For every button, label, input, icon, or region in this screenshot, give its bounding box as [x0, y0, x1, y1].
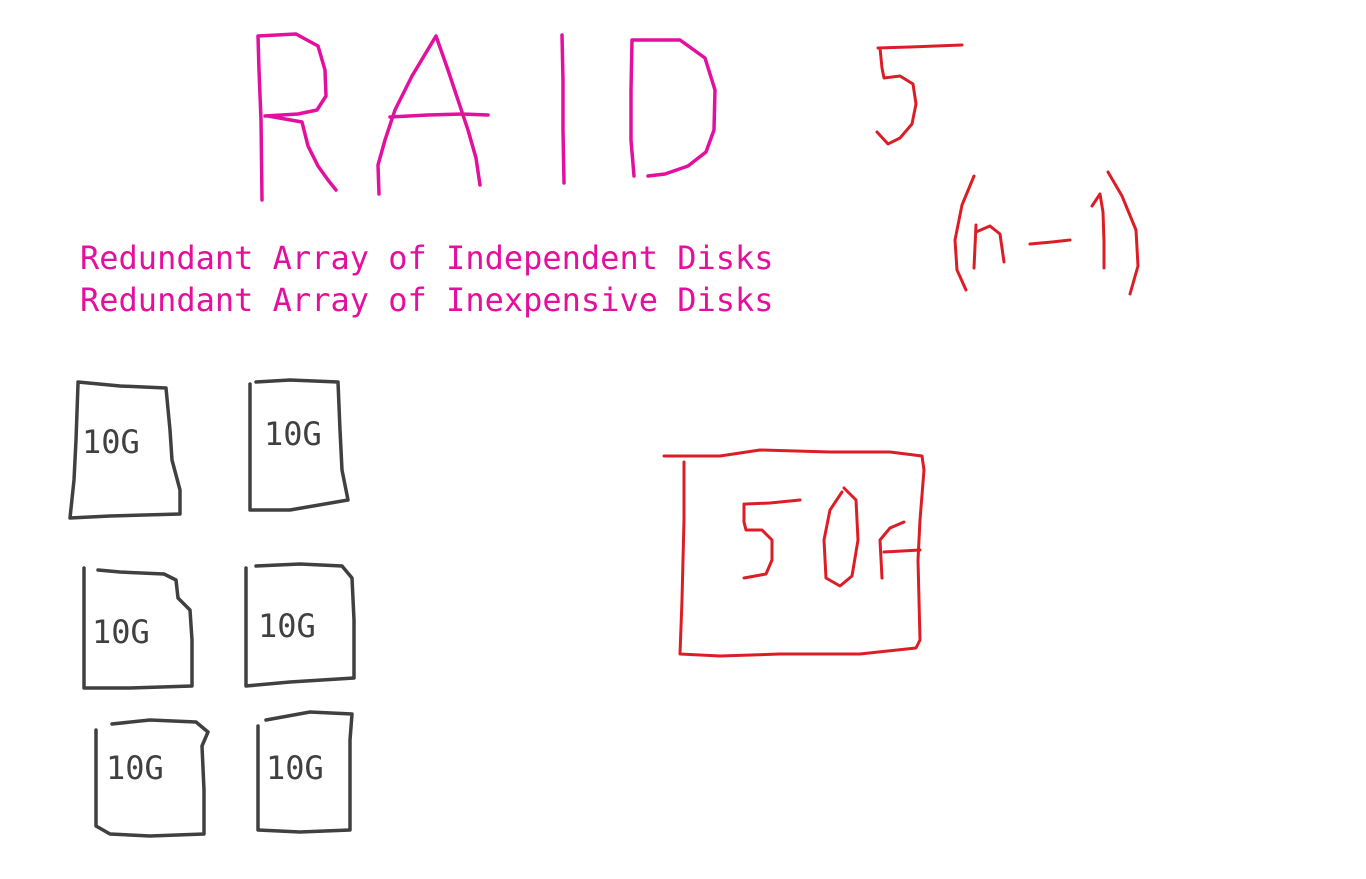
disk-outline-5 — [94, 718, 210, 838]
title-letter-d — [629, 38, 717, 178]
disk-outline-4 — [244, 562, 356, 688]
disk-outline-1 — [68, 380, 182, 520]
disk-4-label: 10G — [258, 607, 316, 645]
disk-5-label: 10G — [106, 749, 164, 787]
title-letter-i — [560, 33, 566, 185]
disk-outline-2 — [248, 378, 350, 512]
acronym-line-2: Redundant Array of Inexpensive Disks — [80, 281, 774, 319]
title-letter-a — [376, 34, 490, 196]
array-volume-outline — [662, 448, 926, 658]
disk-3-label: 10G — [92, 613, 150, 651]
disk-1-label: 10G — [82, 423, 140, 461]
capacity-formula-handwritten — [953, 170, 1140, 296]
disk-6-label: 10G — [266, 749, 324, 787]
array-volume-label-handwritten — [742, 486, 922, 588]
disk-outlines — [68, 378, 356, 838]
raid-title-handwritten — [256, 32, 717, 202]
disk-outline-3 — [82, 566, 194, 690]
raid-level-five-handwritten — [875, 43, 964, 146]
disk-outline-6 — [256, 710, 354, 834]
disk-2-label: 10G — [264, 415, 322, 453]
title-letter-r — [256, 32, 338, 202]
array-volume — [662, 448, 926, 658]
acronym-line-1: Redundant Array of Independent Disks — [80, 239, 774, 277]
